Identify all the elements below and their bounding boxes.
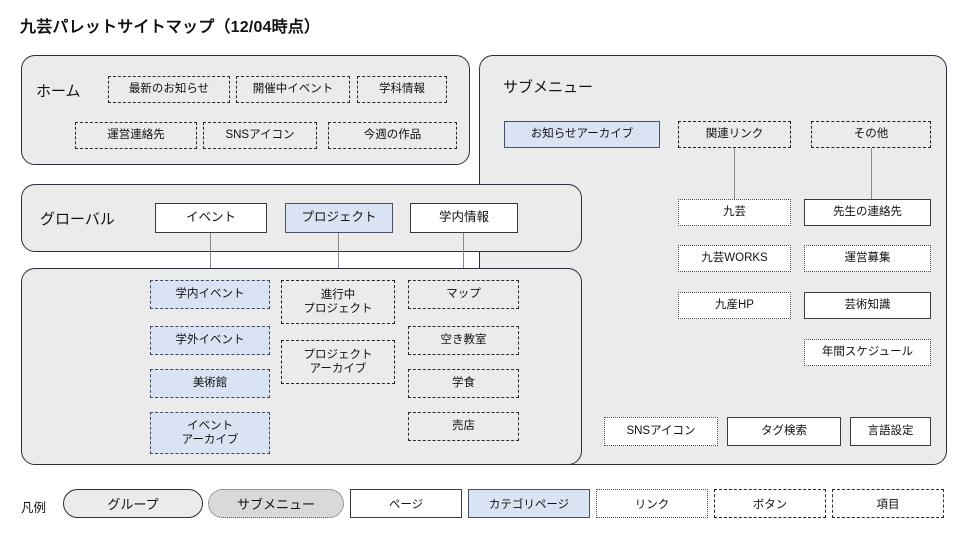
group-home-label: ホーム xyxy=(36,83,81,100)
submenu-node-kyusan-hp[interactable]: 九産HP xyxy=(678,292,791,319)
submenu-node-kyugei[interactable]: 九芸 xyxy=(678,199,791,226)
home-node-admin-contact[interactable]: 運営連絡先 xyxy=(75,122,197,149)
connector-related-links xyxy=(734,148,736,199)
global-node-event[interactable]: イベント xyxy=(155,203,267,233)
legend-item-link: リンク xyxy=(596,489,708,518)
group-home xyxy=(21,55,470,165)
legend-item-group: グループ xyxy=(63,489,203,518)
content-node-ongoing-project[interactable]: 進行中 プロジェクト xyxy=(281,280,395,324)
submenu-node-kyugei-works[interactable]: 九芸WORKS xyxy=(678,245,791,272)
group-submenu-label: サブメニュー xyxy=(503,79,594,96)
content-node-cafeteria[interactable]: 学食 xyxy=(408,369,519,398)
content-node-campus-event[interactable]: 学内イベント xyxy=(150,280,270,309)
submenu-node-related-links[interactable]: 関連リンク xyxy=(678,121,791,148)
submenu-node-staff-recruit[interactable]: 運営募集 xyxy=(804,245,931,272)
home-node-weekly-work[interactable]: 今週の作品 xyxy=(328,122,457,149)
submenu-node-other[interactable]: その他 xyxy=(811,121,931,148)
submenu-node-tag-search[interactable]: タグ検索 xyxy=(727,417,841,446)
submenu-node-language-setting[interactable]: 言語設定 xyxy=(850,417,931,446)
connector-campus-info xyxy=(463,233,465,280)
content-node-event-archive[interactable]: イベント アーカイブ xyxy=(150,412,270,454)
connector-event xyxy=(210,233,212,280)
submenu-node-annual-schedule[interactable]: 年間スケジュール xyxy=(804,339,931,366)
content-node-empty-classroom[interactable]: 空き教室 xyxy=(408,326,519,355)
group-content xyxy=(21,268,582,465)
legend-item-category-page: カテゴリページ xyxy=(468,489,590,518)
home-node-latest-news[interactable]: 最新のお知らせ xyxy=(108,76,230,103)
legend-item-page: ページ xyxy=(350,489,462,518)
group-global-label: グローバル xyxy=(40,211,115,228)
legend-item-item: 項目 xyxy=(832,489,944,518)
submenu-node-art-knowledge[interactable]: 芸術知識 xyxy=(804,292,931,319)
connector-project xyxy=(338,233,340,280)
content-node-project-archive[interactable]: プロジェクト アーカイブ xyxy=(281,340,395,384)
submenu-node-teacher-contact[interactable]: 先生の連絡先 xyxy=(804,199,931,226)
home-node-ongoing-event[interactable]: 開催中イベント xyxy=(236,76,350,103)
legend-label: 凡例 xyxy=(21,501,47,515)
global-node-project[interactable]: プロジェクト xyxy=(285,203,393,233)
content-node-offcampus-event[interactable]: 学外イベント xyxy=(150,326,270,355)
submenu-node-oshirase-archive[interactable]: お知らせアーカイブ xyxy=(504,121,660,148)
page-title: 九芸パレットサイトマップ（12/04時点） xyxy=(20,19,321,36)
content-node-map[interactable]: マップ xyxy=(408,280,519,309)
legend-item-button: ボタン xyxy=(714,489,826,518)
submenu-node-sns-icon[interactable]: SNSアイコン xyxy=(604,417,718,446)
content-node-museum[interactable]: 美術館 xyxy=(150,369,270,398)
legend-item-submenu: サブメニュー xyxy=(208,489,344,518)
global-node-campus-info[interactable]: 学内情報 xyxy=(410,203,518,233)
content-node-shop[interactable]: 売店 xyxy=(408,412,519,441)
home-node-sns-icon[interactable]: SNSアイコン xyxy=(203,122,317,149)
home-node-department-info[interactable]: 学科情報 xyxy=(357,76,447,103)
connector-other xyxy=(871,148,873,199)
